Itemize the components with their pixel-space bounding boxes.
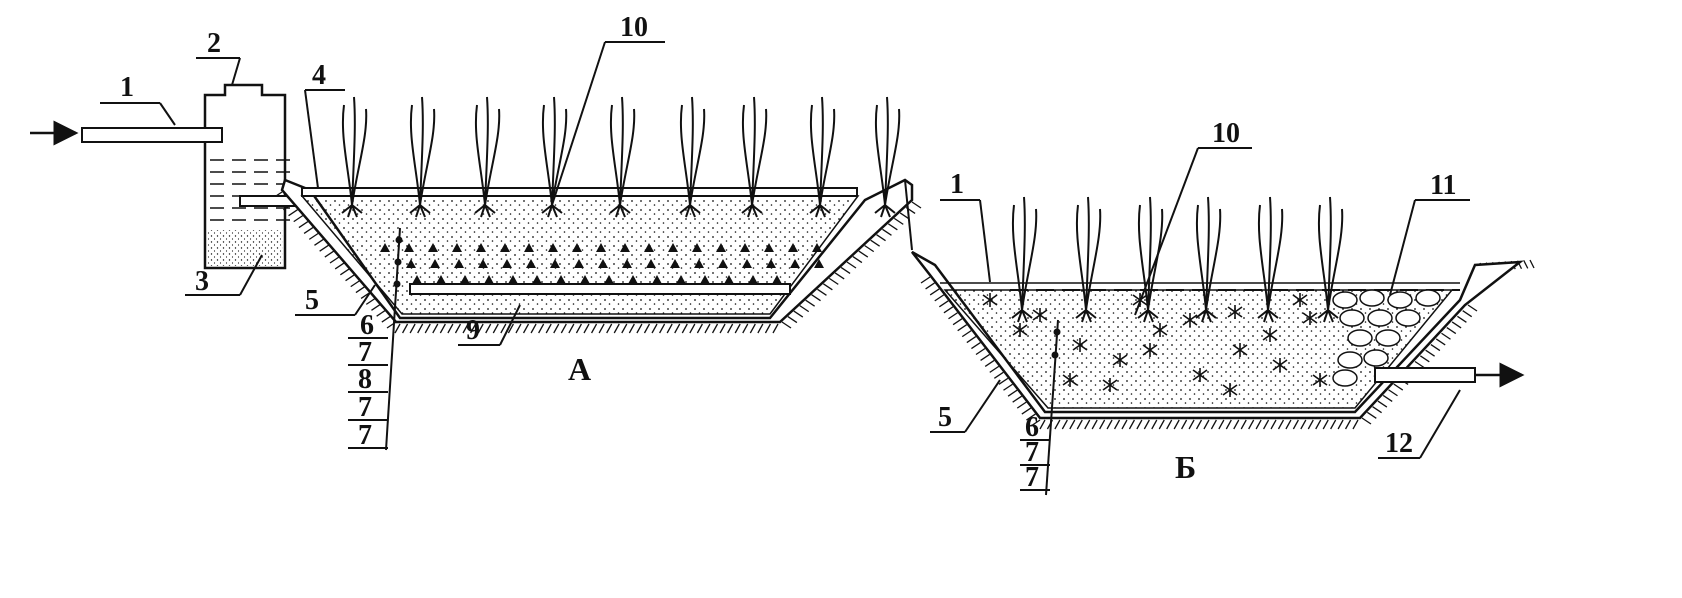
- reed-plant-icon: [1317, 196, 1344, 323]
- reed-plant-icon: [409, 96, 436, 218]
- reed-plant-icon: [609, 96, 636, 218]
- label-2: 2: [207, 28, 221, 59]
- label-12: 12: [1385, 428, 1413, 459]
- inlet-pipe: [30, 120, 223, 146]
- label-9: 9: [466, 315, 480, 346]
- pretreatment-tank: [203, 83, 290, 270]
- label-5: 5: [305, 285, 319, 316]
- label-3: 3: [195, 266, 209, 297]
- section-b-label: Б: [1175, 449, 1196, 485]
- label-10a: 10: [620, 12, 648, 43]
- distribution-pipe: [301, 187, 858, 197]
- label-7d: 7: [1025, 437, 1039, 468]
- reed-plant-icon: [1011, 196, 1038, 323]
- label-11: 11: [1430, 170, 1456, 201]
- reed-plant-icon: [1075, 196, 1102, 323]
- reed-plant-icon: [1195, 196, 1222, 323]
- reed-plant-icon: [874, 96, 901, 218]
- reed-plant-icon: [679, 96, 706, 218]
- section-a-label: А: [568, 351, 591, 387]
- outlet-pipe: [1374, 367, 1476, 383]
- label-6: 6: [360, 310, 374, 341]
- label-7c: 7: [358, 420, 372, 451]
- label-7a: 7: [358, 337, 372, 368]
- label-5b: 5: [938, 402, 952, 433]
- reed-plant-icon: [341, 96, 368, 218]
- label-6b: 6: [1025, 412, 1039, 443]
- reed-plant-icon: [741, 96, 768, 218]
- number-labels: 1 2 3 4 5 6 7 8 7 7 9 10 1 10 11 5 6 7 7…: [120, 12, 1456, 493]
- basin-a: [280, 96, 914, 324]
- section-labels: А Б: [568, 351, 1196, 485]
- label-4: 4: [312, 60, 326, 91]
- reed-plant-icon: [809, 96, 836, 218]
- label-1b: 1: [950, 169, 964, 200]
- basin-b: [911, 196, 1525, 420]
- label-7b: 7: [358, 392, 372, 423]
- reed-plant-icon: [474, 96, 501, 218]
- label-1: 1: [120, 72, 134, 103]
- label-10b: 10: [1212, 118, 1240, 149]
- label-7e: 7: [1025, 462, 1039, 493]
- leader-lines: [100, 41, 1470, 491]
- soil-profile-a: [385, 227, 403, 451]
- label-8: 8: [358, 364, 372, 395]
- reed-plant-icon: [1257, 196, 1284, 323]
- drain-pipe: [409, 283, 791, 295]
- reed-plant-icon: [541, 96, 568, 218]
